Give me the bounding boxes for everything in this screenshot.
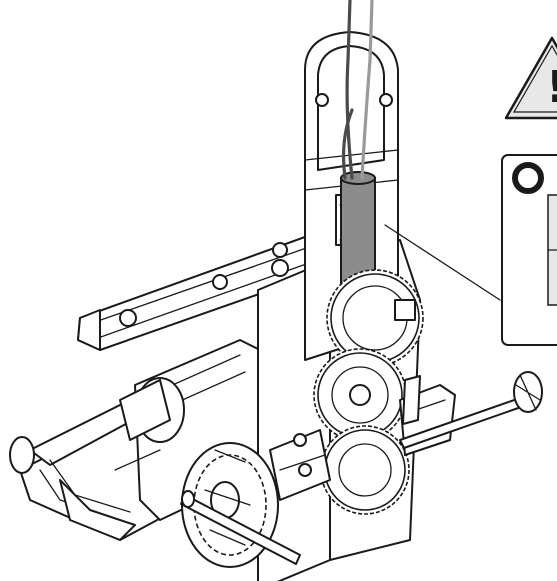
warning-triangle-icon: ! (504, 36, 557, 120)
gear-upper-large (326, 269, 424, 367)
lower-shaft (180, 490, 301, 565)
lower-bracket (269, 429, 331, 501)
warning-symbol: ! (546, 62, 557, 113)
step-indicator-icon (512, 162, 544, 194)
callout-box (501, 154, 557, 346)
gear-middle (313, 348, 407, 442)
wires (341, 0, 374, 180)
gear-lower (320, 425, 410, 515)
callout-leader-line (384, 224, 501, 301)
drive-shaft (399, 371, 543, 449)
